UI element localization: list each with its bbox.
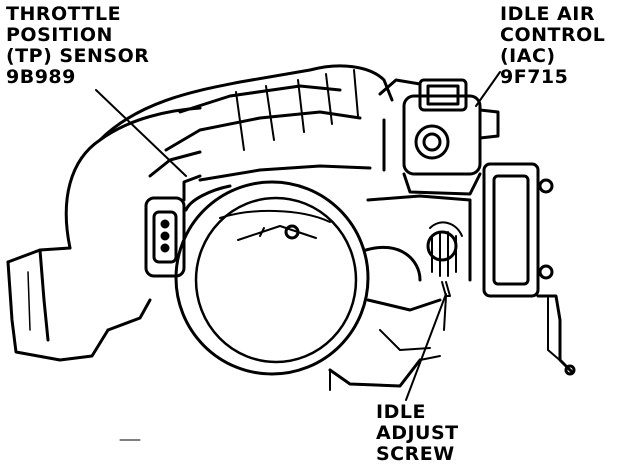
idle-screw-label-line-1: IDLE xyxy=(376,401,426,423)
idle-screw-label-line-3: SCREW xyxy=(376,443,455,465)
tp-sensor-leader xyxy=(95,89,187,177)
iac-label-line-4: 9F715 xyxy=(500,66,569,88)
base-outline xyxy=(119,355,441,441)
idle-adjust-screw xyxy=(441,281,451,331)
idle-screw-leader xyxy=(405,293,447,401)
idle-screw-label: IDLE ADJUST SCREW xyxy=(376,402,459,465)
tp-sensor xyxy=(144,174,202,278)
tp-sensor-label-line-3: (TP) SENSOR xyxy=(6,45,150,67)
throttle-body-casting xyxy=(328,194,472,388)
iac-label-line-3: (IAC) xyxy=(500,45,556,67)
upper-housing xyxy=(98,64,422,182)
iac-label: IDLE AIR CONTROL (IAC) 9F715 xyxy=(500,4,605,88)
idle-screw-label-line-2: ADJUST xyxy=(376,422,459,444)
iac-valve xyxy=(402,78,500,196)
leader-lines xyxy=(95,71,501,401)
tp-sensor-label-line-4: 9B989 xyxy=(6,66,76,88)
iac-leader xyxy=(475,71,501,107)
throttle-linkage xyxy=(482,162,576,376)
tp-sensor-label-line-1: THROTTLE xyxy=(6,3,122,25)
tp-sensor-label: THROTTLE POSITION (TP) SENSOR 9B989 xyxy=(6,4,149,88)
tp-sensor-label-line-2: POSITION xyxy=(6,24,113,46)
iac-label-line-1: IDLE AIR xyxy=(500,3,595,25)
throttle-bore xyxy=(174,180,370,376)
iac-label-line-2: CONTROL xyxy=(500,24,606,46)
